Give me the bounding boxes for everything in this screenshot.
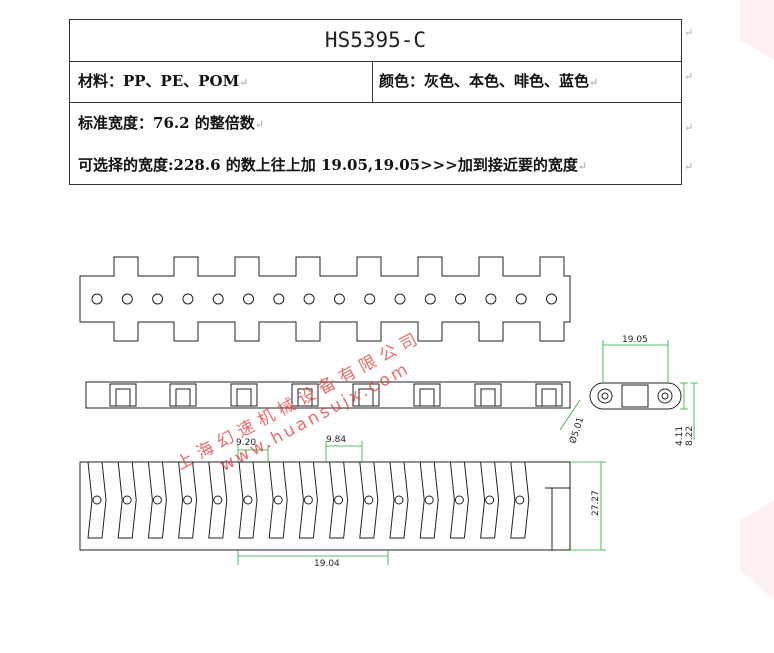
watermark-company: 上海幻速机械设备有限公司 [173, 327, 426, 474]
background-logo [740, 0, 774, 600]
dim-height-2: 8.22 [685, 426, 695, 446]
dim-module-width: 27.27 [591, 490, 601, 516]
optional-width-text: 可选择的宽度:228.6 的数上往上加 19.05,19.05>>>加到接近要的… [78, 156, 578, 174]
margin-mark-icon: ↵ [684, 121, 694, 134]
link-end-view [589, 382, 682, 410]
margin-mark-icon: ↵ [684, 26, 694, 39]
dim-pitch-top: 19.05 [622, 335, 648, 345]
optional-width: 可选择的宽度:228.6 的数上往上加 19.05,19.05>>>加到接近要的… [78, 154, 587, 175]
dimension-lines [237, 340, 698, 565]
standard-width: 标准宽度：76.2 的整倍数↵ [78, 112, 264, 133]
standard-width-text: 标准宽度：76.2 的整倍数 [78, 114, 255, 132]
dimension-labels: 19.05 Ø5.01 4.11 8.22 9.20 9.84 27.27 19… [236, 335, 695, 569]
top-view [79, 256, 571, 342]
dim-pitch-bottom: 19.04 [314, 559, 340, 569]
return-mark-icon: ↵ [254, 118, 264, 131]
side-view [85, 381, 571, 409]
product-title: HS5395-C [70, 20, 681, 62]
color-text: 颜色：灰色、本色、啡色、蓝色 [379, 72, 590, 90]
return-mark-icon: ↵ [589, 76, 599, 89]
material-cell: 材料：PP、PE、POM↵ [70, 61, 373, 102]
return-mark-icon: ↵ [577, 160, 588, 173]
spec-table: HS5395-C 材料：PP、PE、POM↵ 颜色：灰色、本色、啡色、蓝色↵ 标… [69, 19, 682, 185]
material-text: 材料：PP、PE、POM [78, 72, 240, 90]
watermark: 上海幻速机械设备有限公司 www.huansujx.com [173, 327, 426, 476]
return-mark-icon: ↵ [239, 76, 249, 89]
margin-mark-icon: ↵ [684, 70, 694, 83]
margin-mark-icon: ↵ [684, 160, 694, 173]
dim-hole-diameter: Ø5.01 [567, 416, 586, 445]
bottom-view [79, 461, 571, 551]
dim-height-1: 4.11 [675, 426, 685, 446]
color-cell: 颜色：灰色、本色、啡色、蓝色↵ [373, 61, 681, 102]
dim-tooth-2: 9.84 [326, 435, 346, 445]
material-row: 材料：PP、PE、POM↵ 颜色：灰色、本色、啡色、蓝色↵ [70, 61, 681, 103]
dim-tooth-1: 9.20 [236, 438, 256, 448]
